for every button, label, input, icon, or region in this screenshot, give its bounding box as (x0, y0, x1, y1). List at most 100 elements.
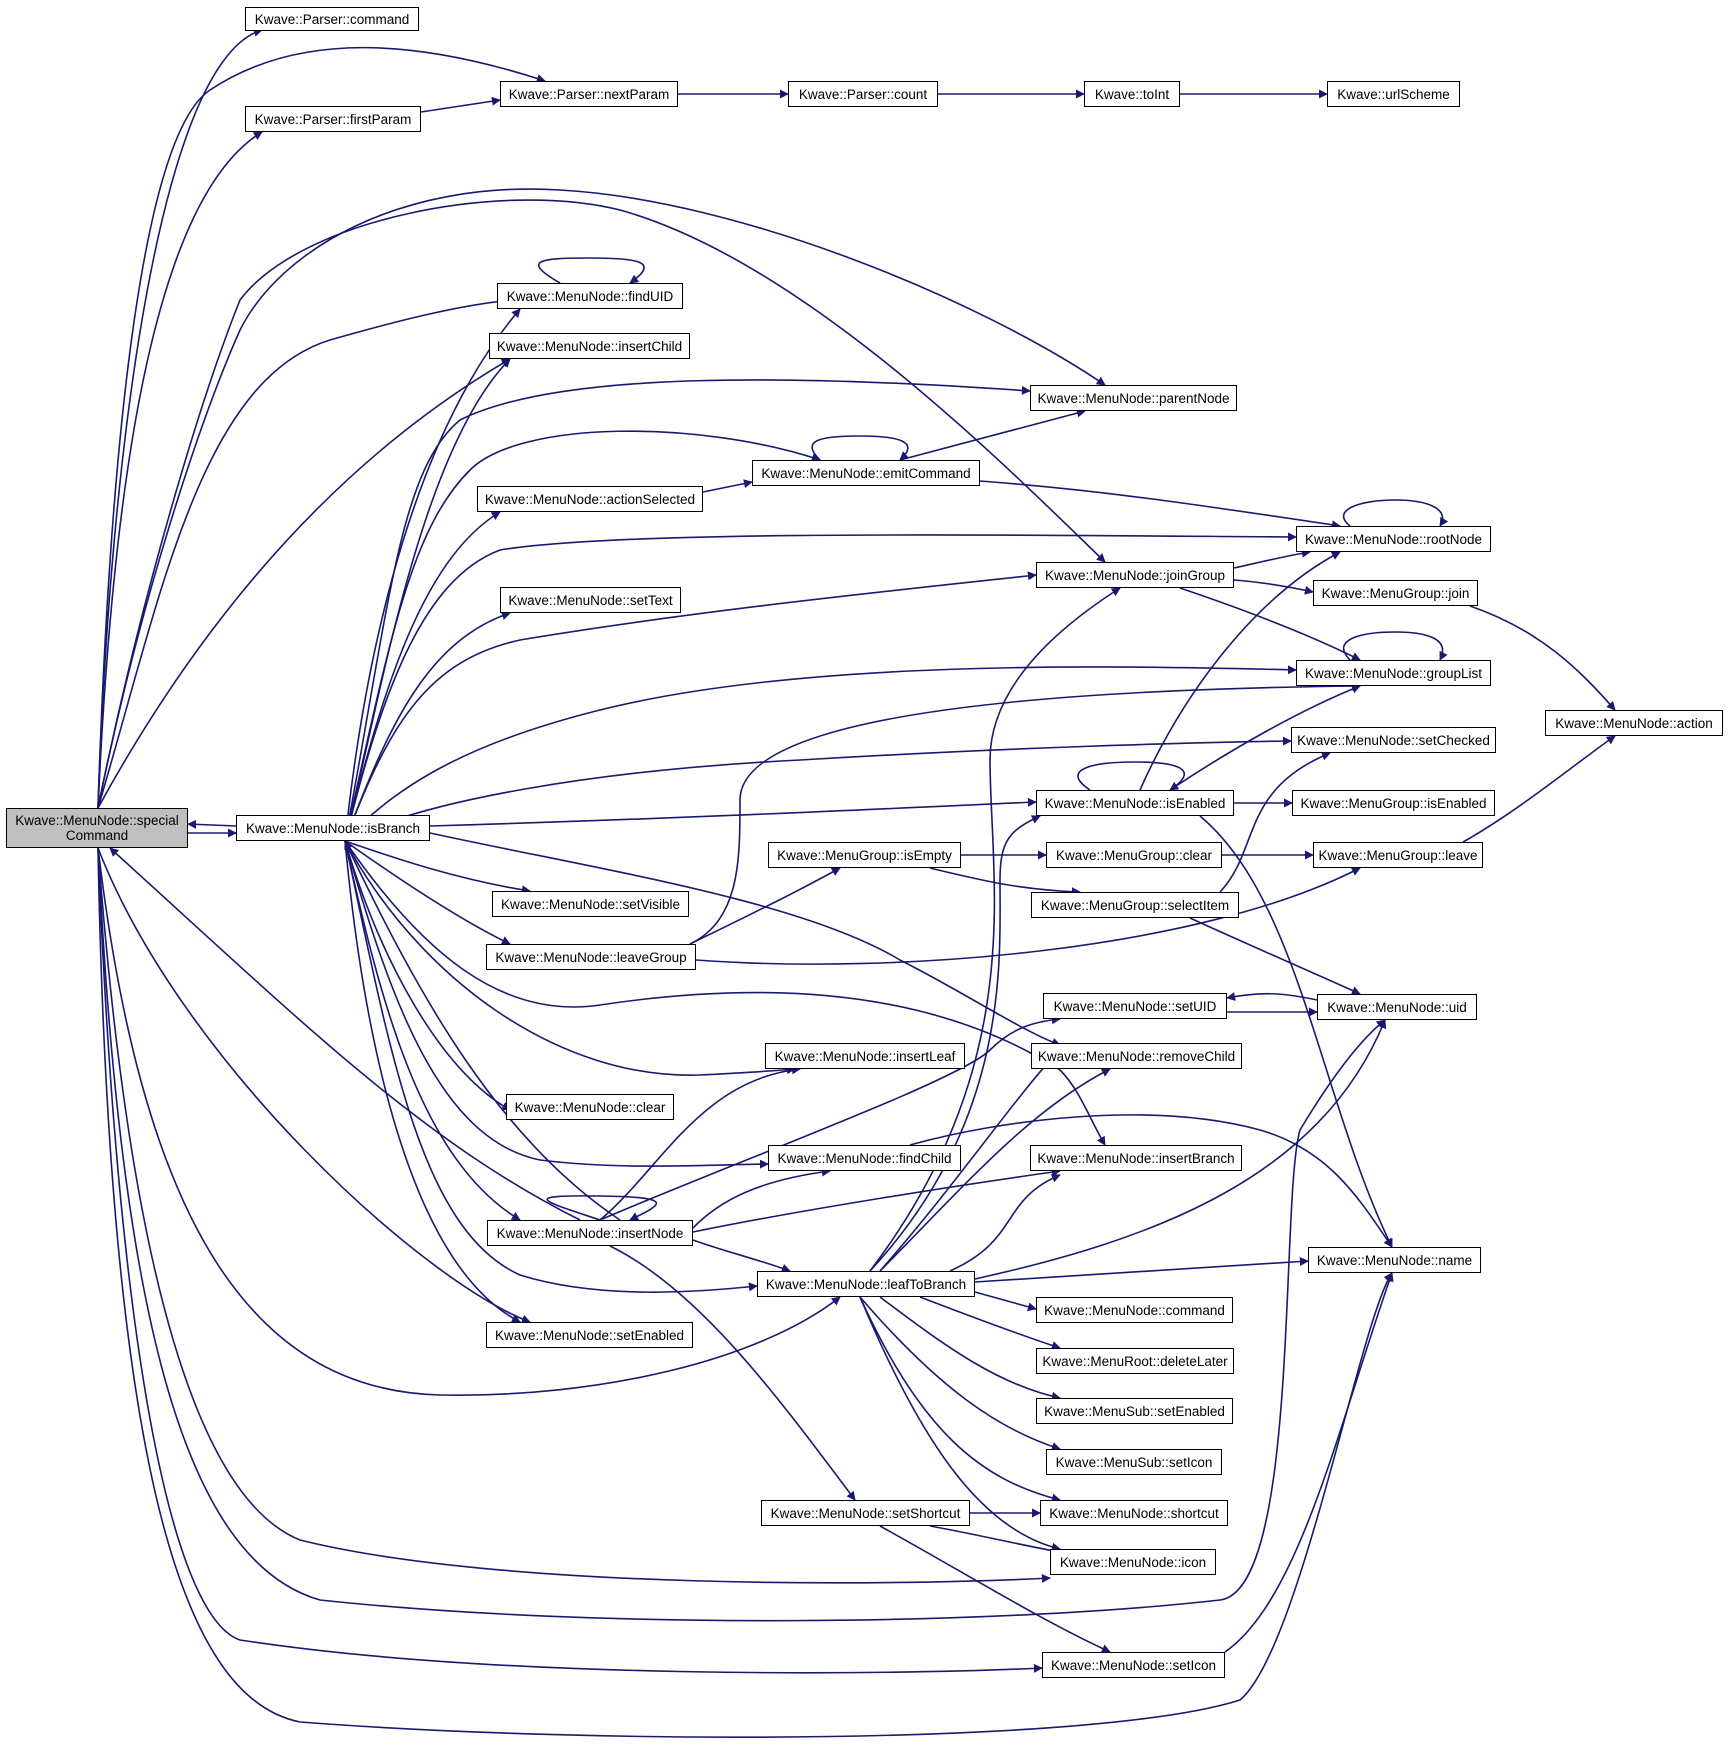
node-setvisible[interactable]: Kwave::MenuNode::setVisible (492, 891, 689, 917)
node-emitcommand[interactable]: Kwave::MenuNode::emitCommand (752, 460, 980, 486)
node-rootnode[interactable]: Kwave::MenuNode::rootNode (1296, 526, 1491, 552)
node-actionselected[interactable]: Kwave::MenuNode::actionSelected (477, 486, 703, 512)
edge-emitCommand-to-parentNode (899, 408, 1086, 461)
node-parentnode[interactable]: Kwave::MenuNode::parentNode (1030, 385, 1237, 411)
edge-isBranch-to-leafToBranch (344, 840, 758, 1293)
edge-isBranch-to-insertLeaf (344, 840, 796, 1076)
edge-leafToBranch-to-removeChild (879, 1068, 1111, 1272)
node-isbranch[interactable]: Kwave::MenuNode::isBranch (236, 815, 430, 841)
node-shortcut[interactable]: Kwave::MenuNode::shortcut (1040, 1500, 1228, 1526)
edge-uid-to-setUID (1226, 992, 1318, 1001)
node-urlscheme[interactable]: Kwave::urlScheme (1327, 81, 1460, 107)
node-setenabled[interactable]: Kwave::MenuNode::setEnabled (486, 1322, 693, 1348)
edge-setShortcut-to-icon (929, 1525, 1061, 1556)
edge-leafToBranch-to-name (974, 1257, 1309, 1283)
node-sub-setenabled[interactable]: Kwave::MenuSub::setEnabled (1036, 1398, 1233, 1424)
edge-parser-firstParam-to-nextParam (420, 96, 501, 113)
node-group-join[interactable]: Kwave::MenuGroup::join (1313, 580, 1478, 606)
node-leavegroup[interactable]: Kwave::MenuNode::leaveGroup (486, 944, 696, 970)
node-uid[interactable]: Kwave::MenuNode::uid (1317, 994, 1477, 1020)
edge-isBranch-to-insertNode (344, 840, 521, 1221)
edge-isBranch-to-clear (344, 840, 511, 1111)
edge-root-to-parentNode (97, 188, 1106, 809)
node-group-selectitem[interactable]: Kwave::MenuGroup::selectItem (1031, 892, 1239, 918)
node-parser-count[interactable]: Kwave::Parser::count (788, 81, 938, 107)
node-command[interactable]: Kwave::MenuNode::command (1036, 1297, 1233, 1323)
edge-setShortcut-to-setIcon (879, 1525, 1111, 1653)
edge-insertNode-self-loop (546, 1195, 658, 1221)
edge-root-to-setEnabled (97, 847, 531, 1324)
edge-leaveGroup-to-group-isEmpty (689, 867, 841, 945)
edge-isEnabled-to-rootNode (1139, 551, 1341, 791)
node-setchecked[interactable]: Kwave::MenuNode::setChecked (1291, 727, 1496, 753)
edge-leafToBranch-to-uid (974, 1019, 1387, 1280)
edge-leafToBranch-to-sub-setIcon (859, 1296, 1061, 1451)
edge-leafToBranch-to-command (974, 1291, 1037, 1312)
edge-leafToBranch-to-deleteLater (919, 1296, 1061, 1350)
edge-insertNode-to-leafToBranch (692, 1239, 791, 1273)
edge-root-to-setIcon (97, 847, 1043, 1674)
node-insertbranch[interactable]: Kwave::MenuNode::insertBranch (1030, 1145, 1242, 1171)
node-finduid[interactable]: Kwave::MenuNode::findUID (497, 283, 683, 309)
edge-root-to-nextparam (97, 46, 546, 809)
node-sub-seticon[interactable]: Kwave::MenuSub::setIcon (1046, 1449, 1222, 1475)
edge-isBranch-to-removeChild (429, 832, 1061, 1047)
edge-leaveGroup-to-groupList (689, 681, 1361, 945)
edge-isEnabled-to-name (1199, 815, 1393, 1248)
node-insertnode[interactable]: Kwave::MenuNode::insertNode (487, 1220, 693, 1246)
edge-isBranch-to-parentNode (344, 379, 1031, 842)
node-setshortcut[interactable]: Kwave::MenuNode::setShortcut (761, 1500, 970, 1526)
node-settext[interactable]: Kwave::MenuNode::setText (500, 587, 681, 613)
node-grouplist[interactable]: Kwave::MenuNode::groupList (1296, 660, 1491, 686)
edge-findUID-self-loop (537, 257, 645, 284)
node-parser-command[interactable]: Kwave::Parser::command (245, 7, 419, 31)
edge-groupList-self-loop (1342, 631, 1448, 661)
edge-isBranch-to-root (187, 819, 237, 829)
node-setuid[interactable]: Kwave::MenuNode::setUID (1043, 993, 1227, 1019)
node-parser-firstparam[interactable]: Kwave::Parser::firstParam (245, 106, 421, 132)
edge-isBranch-to-leaveGroup (344, 840, 511, 945)
edge-root-to-leafToBranch (97, 847, 841, 1396)
node-insertleaf[interactable]: Kwave::MenuNode::insertLeaf (765, 1043, 965, 1069)
edge-rootNode-self-loop (1342, 499, 1449, 527)
edge-joinGroup-to-group-join (1233, 579, 1314, 595)
edge-insertNode-to-findChild (692, 1167, 831, 1229)
edge-leafToBranch-to-shortcut (859, 1296, 1061, 1503)
node-insertchild[interactable]: Kwave::MenuNode::insertChild (489, 333, 690, 359)
edge-isBranch-to-insertChild (344, 358, 511, 842)
node-removechild[interactable]: Kwave::MenuNode::removeChild (1031, 1043, 1242, 1069)
edge-selectItem-to-setChecked (1219, 751, 1331, 893)
edge-isBranch-to-insertBranch (344, 840, 1106, 1146)
node-isenabled[interactable]: Kwave::MenuNode::isEnabled (1036, 790, 1234, 816)
node-findchild[interactable]: Kwave::MenuNode::findChild (768, 1145, 961, 1171)
node-group-isempty[interactable]: Kwave::MenuGroup::isEmpty (768, 842, 961, 868)
node-leaftobranch[interactable]: Kwave::MenuNode::leafToBranch (757, 1271, 975, 1297)
edge-leaveGroup-to-group-leave (695, 867, 1361, 965)
edge-joinGroup-to-rootNode (1233, 548, 1311, 569)
edge-findChild-to-name (909, 1114, 1393, 1248)
edge-root-to-insertChild (97, 358, 511, 809)
edge-isEnabled-self-loop (1077, 761, 1185, 791)
node-toint[interactable]: Kwave::toInt (1084, 81, 1180, 107)
node-joingroup[interactable]: Kwave::MenuNode::joinGroup (1036, 562, 1234, 588)
node-name[interactable]: Kwave::MenuNode::name (1308, 1247, 1481, 1273)
root-label-line1: Kwave::MenuNode::special (15, 813, 179, 828)
node-parser-nextparam[interactable]: Kwave::Parser::nextParam (500, 81, 678, 107)
edge-root-to-findUID (97, 296, 513, 809)
node-root-special-command[interactable]: Kwave::MenuNode::special Command (6, 808, 188, 848)
node-group-isenabled[interactable]: Kwave::MenuGroup::isEnabled (1292, 790, 1495, 816)
edge-insertNode-to-setUID (599, 1015, 1061, 1221)
edge-group-leave-to-action (1462, 735, 1616, 843)
edge-isBranch-to-setEnabled (344, 840, 521, 1323)
edge-insertNode-to-insertBranch (692, 1167, 1061, 1233)
node-icon[interactable]: Kwave::MenuNode::icon (1050, 1549, 1216, 1575)
node-root-deletelater[interactable]: Kwave::MenuRoot::deleteLater (1036, 1348, 1234, 1374)
node-seticon[interactable]: Kwave::MenuNode::setIcon (1042, 1652, 1225, 1678)
edge-insertNode-to-insertLeaf (599, 1065, 801, 1221)
node-clear[interactable]: Kwave::MenuNode::clear (506, 1094, 674, 1120)
edge-isBranch-to-findChild (344, 840, 769, 1169)
node-group-clear[interactable]: Kwave::MenuGroup::clear (1046, 842, 1222, 868)
node-group-leave[interactable]: Kwave::MenuGroup::leave (1313, 842, 1483, 868)
node-action[interactable]: Kwave::MenuNode::action (1545, 710, 1723, 736)
